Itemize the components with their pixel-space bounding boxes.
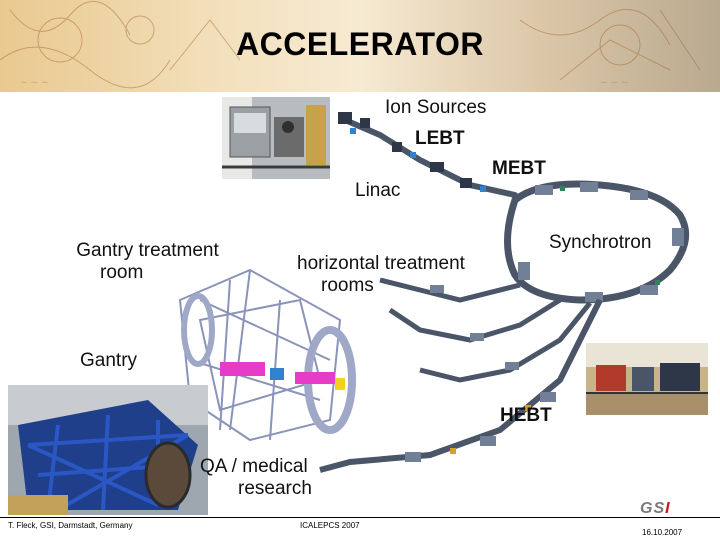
gsi-logo-i: I [665,500,671,517]
label-horizontal-line2: rooms [321,275,374,296]
gsi-logo: GSI [640,500,671,518]
ion-source-photo [222,97,330,179]
footer-author: T. Fleck, GSI, Darmstadt, Germany [8,521,133,530]
synchrotron-ring [504,180,690,304]
svg-text:~ ~ ~: ~ ~ ~ [600,78,628,88]
banner-sketch-decoration: ~ ~ ~ ~ ~ ~ [0,0,701,89]
label-gantry: Gantry [80,350,138,371]
label-horizontal-line1: horizontal treatment [297,253,465,274]
label-qa-line1: QA / medical [200,456,308,477]
label-gantry-treatment-line2: room [100,262,144,283]
label-mebt: MEBT [492,158,546,179]
label-horizontal-treatment-rooms: horizontal treatment rooms [297,253,465,297]
page-title: ACCELERATOR [236,26,484,62]
hebt-beamline [319,298,603,473]
label-gantry-treatment-line1: Gantry treatment [76,240,219,261]
label-linac: Linac [355,180,401,201]
label-synchrotron: Synchrotron [549,232,652,253]
footer-conference: ICALEPCS 2007 [300,521,360,530]
label-qa-medical-research: QA / medical research [200,456,312,500]
title-banner: ~ ~ ~ ~ ~ ~ ACCELERATOR [0,0,720,92]
label-ion-sources: Ion Sources [385,97,487,118]
label-lebt: LEBT [415,128,465,149]
footer-divider [0,517,720,518]
label-qa-line2: research [238,478,312,499]
svg-text:~ ~ ~: ~ ~ ~ [20,78,48,88]
gsi-logo-text: GS [640,500,666,517]
footer-date: 16.10.2007 [642,528,683,537]
gantry-construction-photo [8,385,208,515]
label-hebt: HEBT [500,405,552,426]
label-gantry-treatment-room: Gantry treatment room [60,240,235,284]
hebt-hall-photo [586,343,708,415]
